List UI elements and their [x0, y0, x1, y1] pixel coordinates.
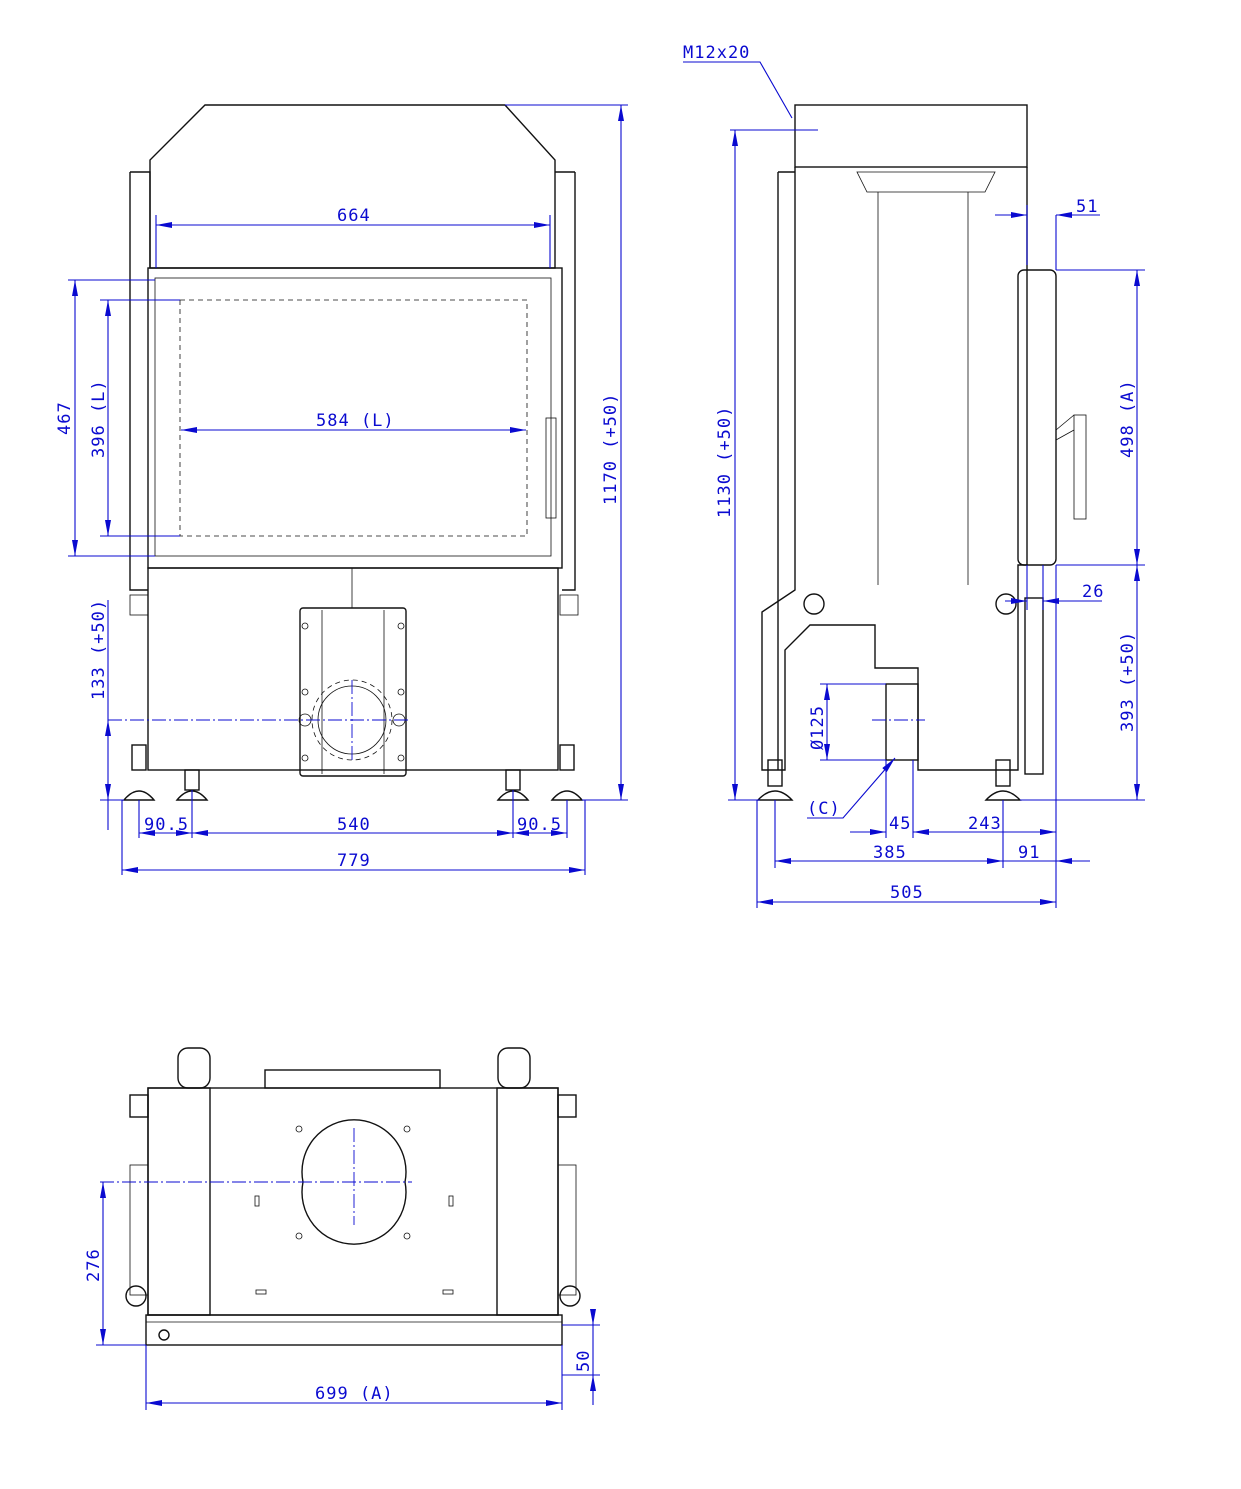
dim-584: 584 (L)	[316, 411, 395, 431]
dim-664: 664	[337, 206, 371, 226]
dim-699: 699 (A)	[315, 1384, 394, 1404]
dim-45: 45	[889, 814, 911, 834]
side-view: M12x20 1130 (+50) 51 498 (A) 26 393 (+50…	[683, 43, 1145, 908]
dim-276: 276	[84, 1248, 104, 1282]
air-inlet-label-c: (C)	[807, 799, 841, 819]
dim-1130: 1130 (+50)	[715, 406, 735, 518]
dim-133: 133 (+50)	[89, 599, 109, 700]
dim-393: 393 (+50)	[1118, 631, 1138, 732]
air-inlet	[885, 683, 919, 761]
dim-51: 51	[1076, 197, 1098, 217]
dim-diameter-125: Ø125	[808, 705, 828, 750]
front-view: 664 584 (L) 467 396 (L) 1170 (+50) 133 (…	[55, 104, 628, 875]
flue-outlet	[311, 679, 393, 761]
dim-498: 498 (A)	[1118, 379, 1138, 458]
dim-243: 243	[968, 814, 1002, 834]
bolt-spec-label: M12x20	[683, 43, 750, 63]
dim-26: 26	[1082, 582, 1104, 602]
dim-540: 540	[337, 815, 371, 835]
dim-467: 467	[55, 401, 75, 435]
dim-385: 385	[873, 843, 907, 863]
bottom-view: 276 50 699 (A)	[84, 1047, 600, 1410]
dim-91: 91	[1018, 843, 1040, 863]
dim-396: 396 (L)	[89, 379, 109, 458]
dim-90-5-right: 90.5	[517, 815, 562, 835]
dim-1170: 1170 (+50)	[601, 393, 621, 505]
dim-90-5-left: 90.5	[144, 815, 189, 835]
dim-779: 779	[337, 851, 371, 871]
dim-505: 505	[890, 883, 924, 903]
dim-50: 50	[574, 1350, 594, 1372]
